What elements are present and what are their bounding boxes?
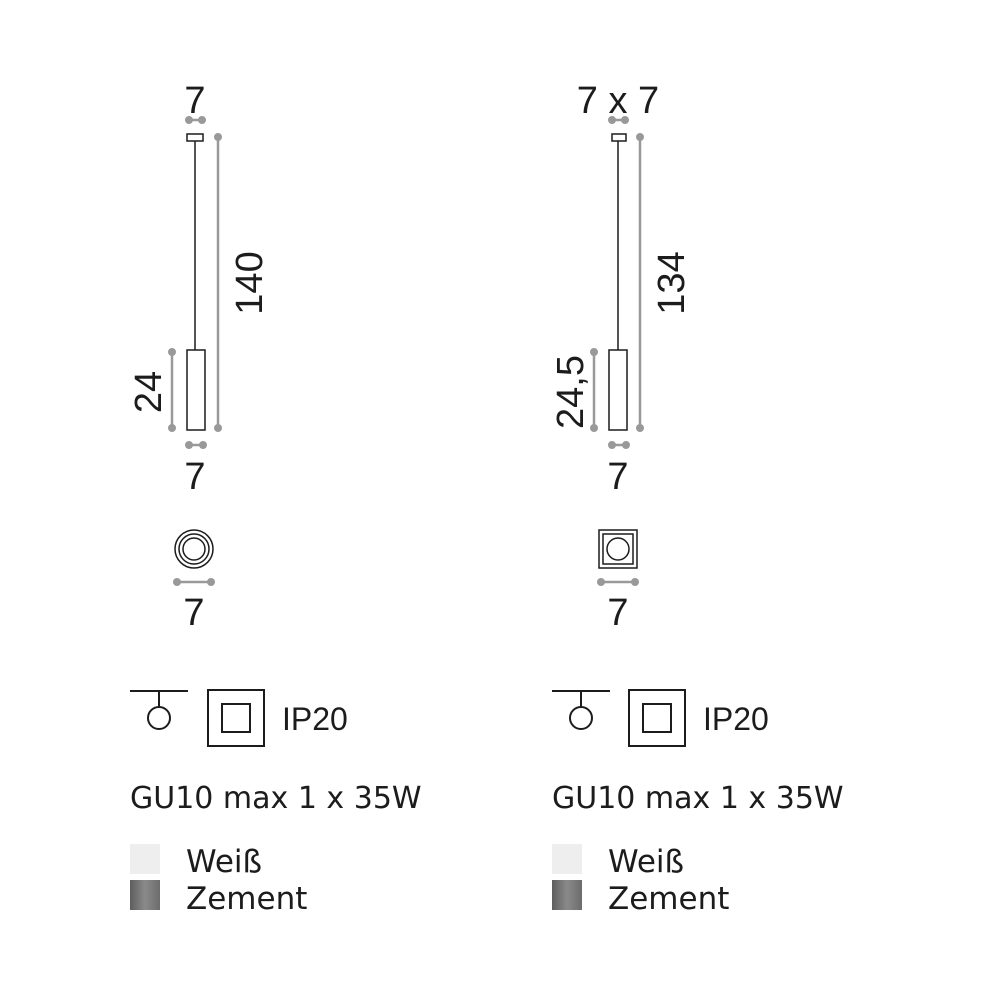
right-finish-label-white: Weiß: [608, 844, 684, 880]
right-finish-label-cement: Zement: [608, 881, 729, 917]
right-plan-view-square: [598, 529, 638, 569]
left-pendant-mount-icon: [130, 690, 188, 730]
left-total-height-dimension: [214, 133, 222, 432]
right-protection-class-icon: [628, 689, 686, 747]
left-finish-swatch-cement: [130, 880, 160, 910]
left-plan-view-round: [174, 529, 214, 569]
right-finish-swatch-white: [552, 844, 582, 874]
left-top-width-label: 7: [184, 80, 205, 122]
right-top-width-dimension: [608, 116, 629, 124]
right-finish-swatch-cement: [552, 880, 582, 910]
left-lamp-spec: GU10 max 1 x 35W: [130, 781, 422, 816]
right-bottom-width-label: 7: [607, 456, 628, 498]
right-lamp-spec: GU10 max 1 x 35W: [552, 781, 844, 816]
right-ip-rating: IP20: [703, 701, 769, 737]
right-body-height-dimension: [590, 348, 598, 432]
left-bottom-width-label: 7: [184, 456, 205, 498]
right-pendant-drawing: [608, 133, 628, 431]
left-finish-label-white: Weiß: [186, 844, 262, 880]
left-ip-rating: IP20: [282, 701, 348, 737]
left-pendant-drawing: [186, 133, 206, 431]
left-total-height-label: 140: [229, 251, 271, 314]
right-plan-width-label: 7: [607, 592, 628, 634]
left-bottom-width-dimension: [185, 441, 207, 449]
left-top-width-dimension: [185, 116, 206, 124]
left-plan-width-label: 7: [183, 592, 204, 634]
right-total-height-dimension: [636, 133, 644, 432]
left-body-height-dimension: [168, 348, 176, 432]
right-body-height-label: 24,5: [550, 355, 592, 429]
right-bottom-width-dimension: [608, 441, 630, 449]
left-plan-width-dimension: [173, 578, 215, 586]
left-body-height-label: 24: [128, 371, 170, 413]
right-top-width-label: 7 x 7: [577, 80, 659, 122]
left-finish-label-cement: Zement: [186, 881, 307, 917]
right-total-height-label: 134: [651, 251, 693, 314]
left-protection-class-icon: [207, 689, 265, 747]
right-product: 7 x 7 134 24,5 7: [550, 80, 844, 917]
right-pendant-mount-icon: [552, 690, 610, 730]
right-plan-width-dimension: [597, 578, 639, 586]
left-finish-swatch-white: [130, 844, 160, 874]
left-product: 7 140 24 7: [128, 80, 422, 917]
